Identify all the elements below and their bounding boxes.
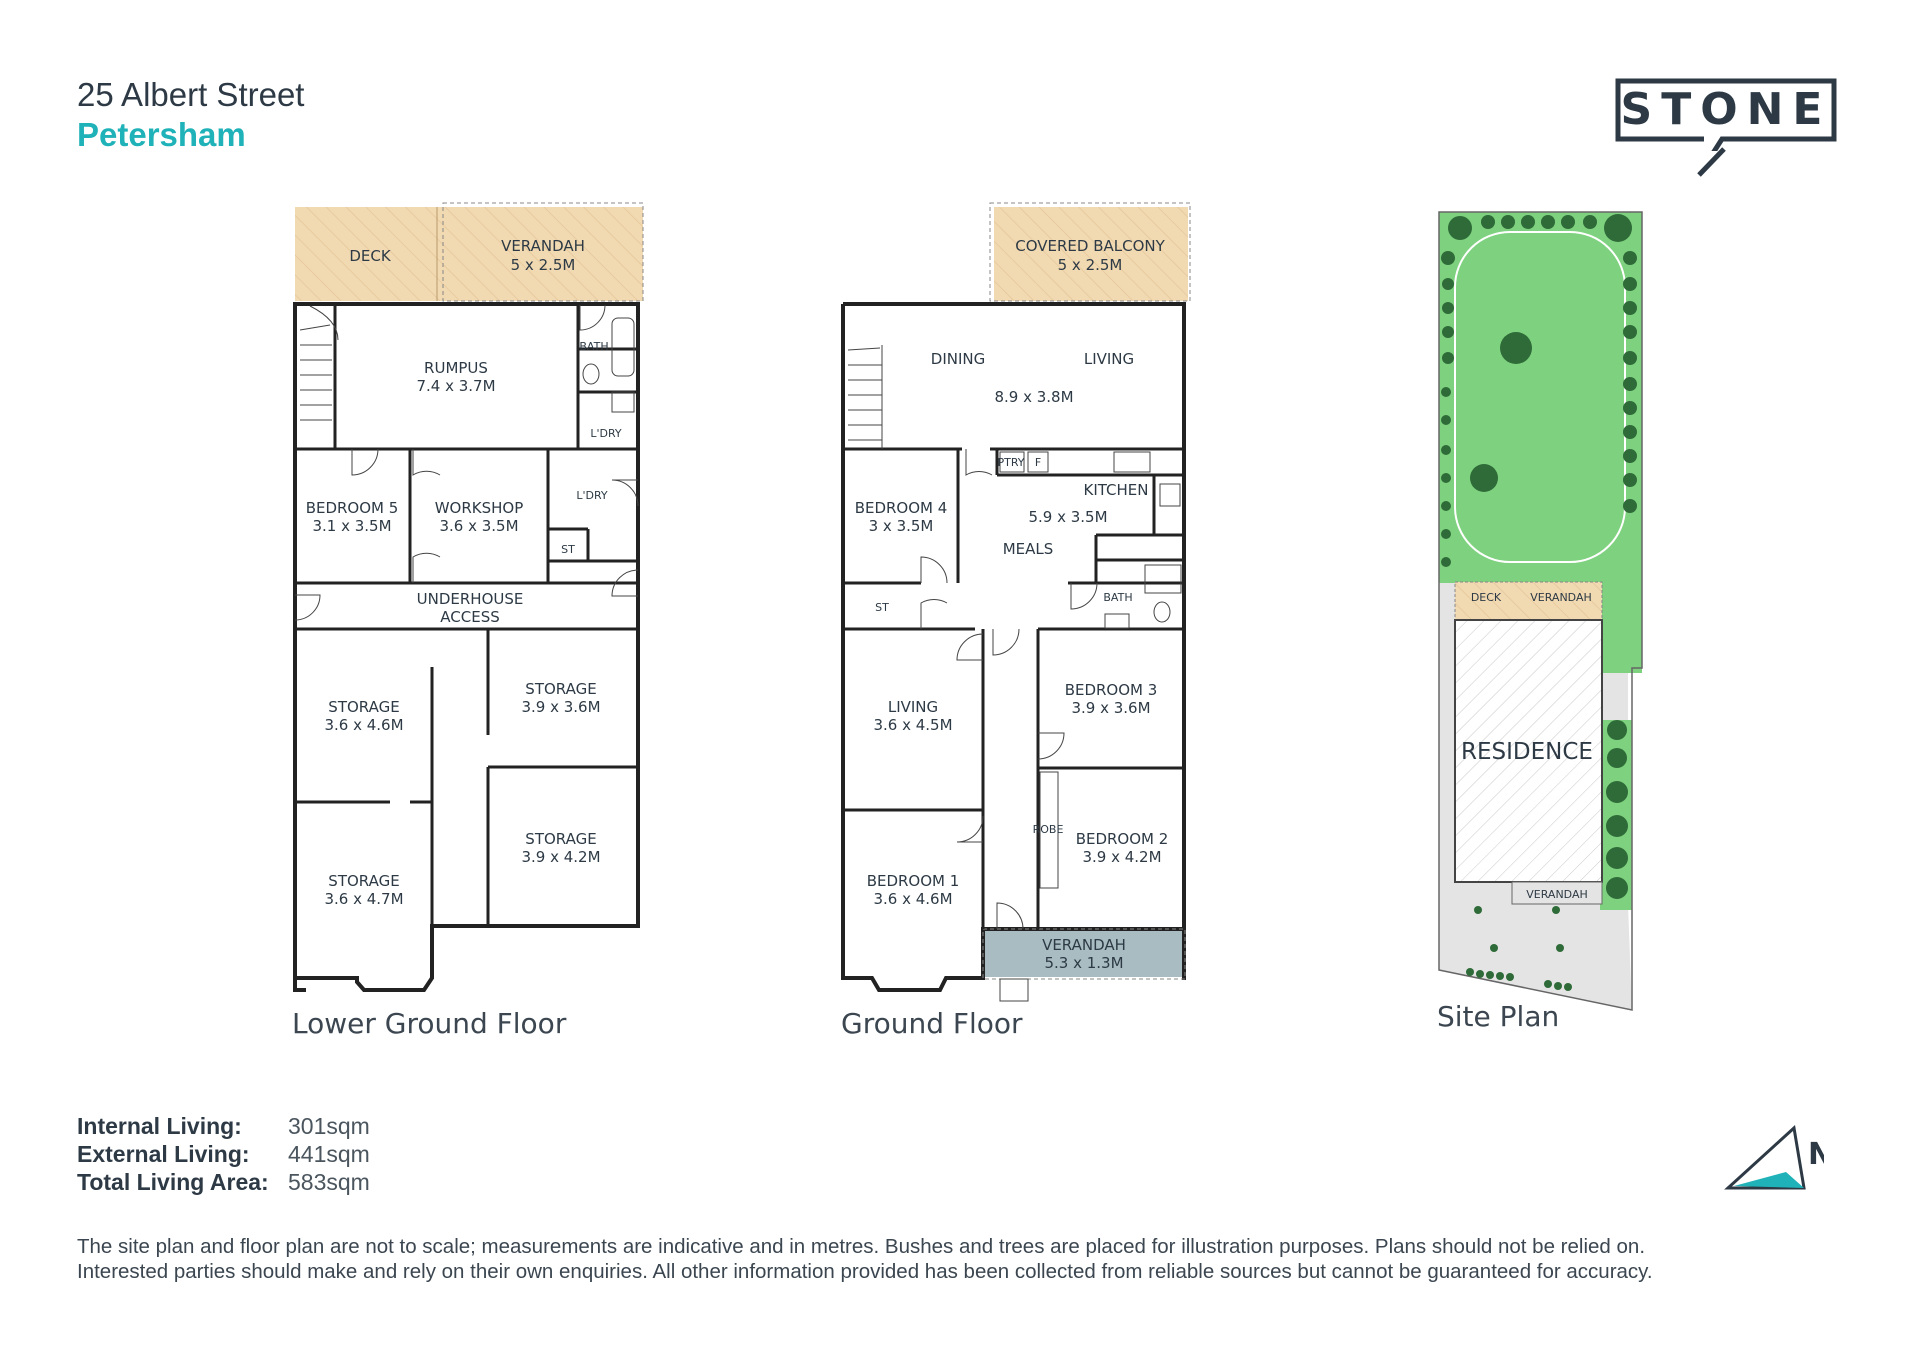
- gf-bath-label: BATH: [1103, 591, 1132, 604]
- disclaimer-line-2: Interested parties should make and rely …: [77, 1260, 1653, 1283]
- gf-robe-label: ROBE: [1033, 823, 1064, 836]
- lg-storage-b-name: STORAGE: [525, 680, 596, 698]
- stone-logo: STONE: [1615, 78, 1837, 151]
- lg-storage-a-name: STORAGE: [328, 698, 399, 716]
- gf-kitchen-name: KITCHEN: [1084, 481, 1149, 499]
- gf-bedroom3-size: 3.9 x 3.6M: [1071, 699, 1150, 717]
- lg-bath-label: BATH: [579, 340, 608, 353]
- gf-bedroom3-name: BEDROOM 3: [1065, 681, 1158, 699]
- disclaimer-line-1: The site plan and floor plan are not to …: [77, 1235, 1646, 1258]
- lg-storage-b-size: 3.9 x 3.6M: [521, 698, 600, 716]
- gf-ptry-label: PTRY: [997, 456, 1024, 469]
- site-plan: DECK VERANDAH RESIDENCE VERANDAH Site Pl…: [1437, 211, 1643, 1033]
- external-living-label: External Living:: [77, 1141, 250, 1167]
- gf-living-name: LIVING: [888, 698, 938, 716]
- address-line: 25 Albert Street: [77, 76, 305, 113]
- gf-bedroom1-size: 3.6 x 4.6M: [873, 890, 952, 908]
- gf-bedroom4-size: 3 x 3.5M: [869, 517, 934, 535]
- site-verandah-front-label: VERANDAH: [1526, 888, 1588, 901]
- gf-fridge-label: F: [1035, 456, 1041, 469]
- gf-verandah-name: VERANDAH: [1042, 936, 1126, 954]
- ground-floor-title: Ground Floor: [841, 1007, 1023, 1040]
- floor-plans: DECK VERANDAH 5 x 2.5M RUMPUS 7.4 x 3.7M…: [292, 202, 1643, 1040]
- lg-bedroom5-size: 3.1 x 3.5M: [312, 517, 391, 535]
- total-living-label: Total Living Area:: [77, 1169, 269, 1195]
- internal-living-label: Internal Living:: [77, 1113, 242, 1139]
- logo-tail: [1697, 147, 1726, 177]
- ground-floor-plan: COVERED BALCONY 5 x 2.5M DINING LIVING 8…: [841, 202, 1191, 1040]
- lg-rumpus-size: 7.4 x 3.7M: [416, 377, 495, 395]
- suburb: Petersham: [77, 116, 246, 153]
- ground-verandah-area: [983, 929, 1185, 977]
- verandah-dashed: [442, 202, 644, 302]
- lg-deck-label: DECK: [349, 247, 392, 265]
- north-compass-icon: N: [1724, 1125, 1824, 1190]
- gf-kitchen-size: 5.9 x 3.5M: [1028, 508, 1107, 526]
- gf-bedroom2-name: BEDROOM 2: [1076, 830, 1169, 848]
- site-residence-label: RESIDENCE: [1461, 739, 1593, 765]
- lg-st-label: ST: [561, 543, 575, 556]
- lg-storage-d-size: 3.9 x 4.2M: [521, 848, 600, 866]
- lg-storage-c-size: 3.6 x 4.7M: [324, 890, 403, 908]
- gf-balcony-name: COVERED BALCONY: [1015, 237, 1165, 255]
- lg-storage-c-name: STORAGE: [328, 872, 399, 890]
- lg-storage-d-name: STORAGE: [525, 830, 596, 848]
- lg-workshop-name: WORKSHOP: [435, 499, 524, 517]
- lower-ground-floor-plan: DECK VERANDAH 5 x 2.5M RUMPUS 7.4 x 3.7M…: [292, 202, 644, 1040]
- gf-st-label: ST: [875, 601, 889, 614]
- lg-verandah-name: VERANDAH: [501, 237, 585, 255]
- lg-underhouse-line2: ACCESS: [440, 608, 499, 626]
- disclaimer: The site plan and floor plan are not to …: [77, 1234, 1857, 1284]
- lg-underhouse-line1: UNDERHOUSE: [417, 590, 524, 608]
- lg-ldry-b-label: L'DRY: [576, 489, 608, 502]
- site-plan-title: Site Plan: [1437, 1000, 1559, 1033]
- compass-letter: N: [1808, 1137, 1824, 1172]
- gf-dining-label: DINING: [931, 350, 985, 368]
- gf-verandah-size: 5.3 x 1.3M: [1044, 954, 1123, 972]
- gf-bedroom1-name: BEDROOM 1: [867, 872, 960, 890]
- gf-living-size: 3.6 x 4.5M: [873, 716, 952, 734]
- balcony-area: [994, 207, 1188, 301]
- lg-bedroom5-name: BEDROOM 5: [306, 499, 399, 517]
- lg-verandah-size: 5 x 2.5M: [511, 256, 576, 274]
- site-deck-label: DECK: [1471, 591, 1502, 604]
- gf-meals-label: MEALS: [1003, 540, 1054, 558]
- deck-area: [295, 207, 643, 301]
- lg-workshop-size: 3.6 x 3.5M: [439, 517, 518, 535]
- gf-living-top-label: LIVING: [1084, 350, 1134, 368]
- gf-balcony-size: 5 x 2.5M: [1058, 256, 1123, 274]
- site-verandah-rear-label: VERANDAH: [1530, 591, 1592, 604]
- gf-living-size: 8.9 x 3.8M: [994, 388, 1073, 406]
- external-living-value: 441sqm: [288, 1141, 370, 1167]
- total-living-value: 583sqm: [288, 1169, 370, 1195]
- gf-bedroom4-name: BEDROOM 4: [855, 499, 948, 517]
- internal-living-value: 301sqm: [288, 1113, 370, 1139]
- lg-rumpus-name: RUMPUS: [424, 359, 488, 377]
- gf-bedroom2-size: 3.9 x 4.2M: [1082, 848, 1161, 866]
- lg-storage-a-size: 3.6 x 4.6M: [324, 716, 403, 734]
- lower-ground-title: Lower Ground Floor: [292, 1007, 567, 1040]
- logo-text: STONE: [1621, 84, 1832, 135]
- living-area-stats: Internal Living: 301sqm External Living: 4…: [77, 1112, 370, 1196]
- lg-ldry-a-label: L'DRY: [590, 427, 622, 440]
